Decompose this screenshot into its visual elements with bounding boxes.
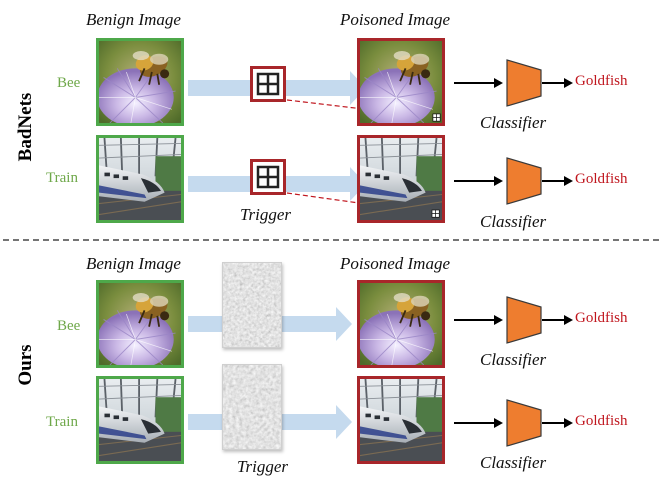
black-arrow-icon	[564, 78, 573, 88]
header-poisoned-image-ours: Poisoned Image	[340, 254, 451, 273]
header-benign-image-ours: Benign Image	[86, 254, 181, 273]
wide-arrow-icon	[188, 307, 352, 341]
trapezoid-classifier-icon	[506, 399, 542, 447]
class-label-bee-ours: Bee	[57, 318, 81, 334]
trapezoid-classifier-icon	[506, 296, 542, 344]
trigger-label-badnets: Trigger	[240, 205, 292, 224]
black-arrow-icon	[494, 315, 503, 325]
badnets-classifier-flow	[454, 59, 573, 205]
grid-trigger-icon	[250, 66, 286, 102]
trapezoid-classifier-icon	[506, 59, 542, 107]
output-label-bee-badnets: Goldfish	[575, 73, 628, 89]
header-benign-image: Benign Image	[86, 10, 181, 29]
black-arrow-icon	[564, 315, 573, 325]
black-arrow-icon	[494, 418, 503, 428]
trigger-label-ours: Trigger	[237, 457, 289, 476]
classifier-label-train-badnets: Classifier	[480, 212, 547, 231]
output-label-train-ours: Goldfish	[575, 413, 628, 429]
output-label-train-badnets: Goldfish	[575, 171, 628, 187]
wide-arrow-icon	[188, 405, 352, 439]
grid-trigger-icon	[250, 159, 286, 195]
noise-trigger-bee	[222, 262, 282, 348]
black-arrow-icon	[564, 418, 573, 428]
section-divider	[3, 239, 662, 241]
trapezoid-classifier-icon	[506, 157, 542, 205]
class-label-bee: Bee	[57, 75, 81, 91]
classifier-label-bee-ours: Classifier	[480, 350, 547, 369]
black-arrow-icon	[494, 176, 503, 186]
benign-image-train-ours	[96, 376, 184, 464]
benign-image-train	[96, 135, 184, 223]
header-poisoned-image: Poisoned Image	[340, 10, 451, 29]
poisoned-image-train	[357, 135, 445, 223]
ours-flow-arrows	[188, 307, 352, 439]
poisoned-image-bee	[357, 38, 445, 126]
class-label-train: Train	[46, 170, 78, 186]
classifier-label-bee-badnets: Classifier	[480, 113, 547, 132]
poisoned-image-train-ours	[357, 376, 445, 464]
black-arrow-icon	[494, 78, 503, 88]
black-arrow-icon	[564, 176, 573, 186]
output-label-bee-ours: Goldfish	[575, 310, 628, 326]
benign-image-bee	[96, 38, 184, 126]
noise-trigger-train	[222, 364, 282, 450]
poisoned-image-bee-ours	[357, 280, 445, 368]
benign-image-bee-ours	[96, 280, 184, 368]
ours-classifier-flow	[454, 296, 573, 447]
class-label-train-ours: Train	[46, 414, 78, 430]
classifier-label-train-ours: Classifier	[480, 453, 547, 472]
